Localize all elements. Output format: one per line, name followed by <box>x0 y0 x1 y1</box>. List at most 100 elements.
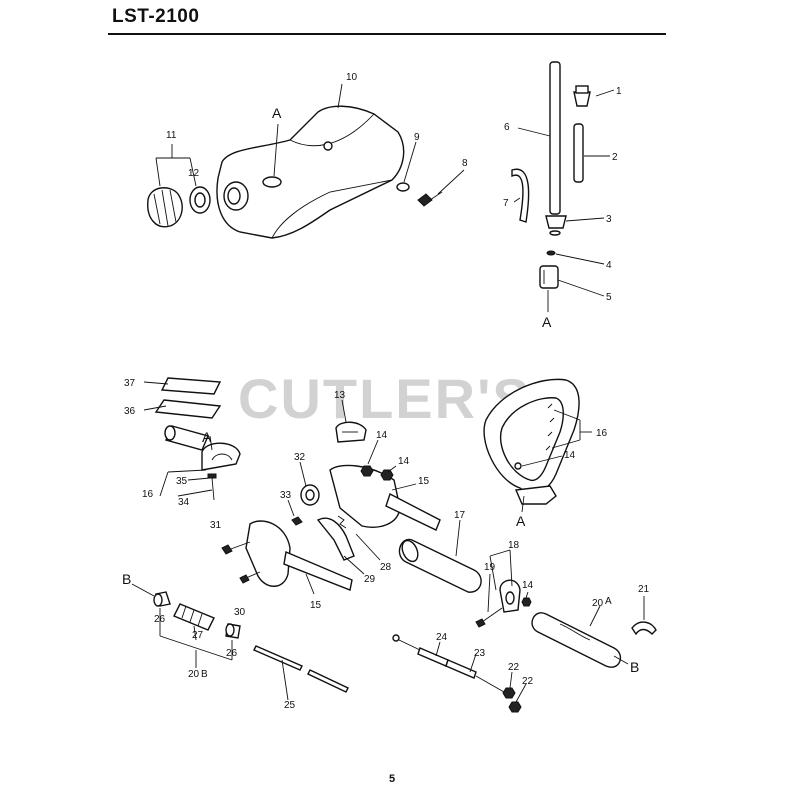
leader-32 <box>299 461 307 487</box>
part-21 <box>631 621 657 636</box>
leader-25 <box>281 659 289 701</box>
callout-36: 36 <box>124 406 136 417</box>
callout-6: 6 <box>504 122 510 133</box>
throttle-trigger <box>316 517 355 561</box>
callout-20a-suffix: A <box>605 596 612 607</box>
tank-neck <box>223 181 249 211</box>
callout-12: 12 <box>188 168 200 179</box>
callout-34: 34 <box>178 497 190 508</box>
connector-a-handle: A <box>516 513 526 529</box>
leader-14b <box>387 465 397 473</box>
leader-23 <box>469 653 477 673</box>
bushing-27 <box>173 603 215 631</box>
screw-33 <box>291 516 303 526</box>
leader-4 <box>555 253 605 265</box>
leader-3 <box>565 217 605 222</box>
callout-1: 1 <box>616 86 622 97</box>
leader-35 <box>187 477 211 481</box>
leader-24 <box>435 641 441 657</box>
nut-14c <box>521 597 532 607</box>
fuel-pipe-long <box>549 61 561 215</box>
callout-10: 10 <box>346 72 358 83</box>
clip <box>546 250 556 256</box>
label-plate-37 <box>160 377 222 395</box>
leader-16-clamp <box>159 471 169 497</box>
callout-25: 25 <box>284 700 296 711</box>
clamp-cylinder <box>164 425 209 451</box>
handle-clamp <box>201 442 241 471</box>
throttle-switch <box>335 421 367 443</box>
leader-36 <box>143 405 167 411</box>
leader-a-tank <box>273 123 279 177</box>
callout-17: 17 <box>454 510 466 521</box>
callout-22b: 22 <box>522 676 534 687</box>
bushing-26a <box>153 591 171 607</box>
callout-5: 5 <box>606 292 612 303</box>
leader-14c <box>525 591 529 599</box>
callout-15-lower: 15 <box>310 600 322 611</box>
leader-10 <box>337 83 343 109</box>
leader-37 <box>143 381 169 385</box>
leader-b-right <box>613 655 629 665</box>
page-title: LST-2100 <box>112 6 200 27</box>
screw-19 <box>475 607 503 628</box>
callout-14c: 14 <box>522 580 534 591</box>
leader-7 <box>513 197 521 203</box>
callout-27: 27 <box>192 630 204 641</box>
leader-19 <box>487 573 491 613</box>
leader-9 <box>403 141 417 183</box>
callout-30: 30 <box>234 607 246 618</box>
callout-14b: 14 <box>398 456 410 467</box>
callout-22a: 22 <box>508 662 520 673</box>
callout-13: 13 <box>334 390 346 401</box>
callout-18: 18 <box>508 540 520 551</box>
callout-14a: 14 <box>376 430 388 441</box>
bushing-26b <box>225 623 241 639</box>
page-number: 5 <box>389 773 396 785</box>
vent-cap <box>573 85 591 107</box>
callout-20a: 20 <box>592 598 604 609</box>
connector-b-left: B <box>122 571 131 587</box>
nut-14b <box>380 469 394 481</box>
callout-20b: 20 <box>188 669 200 680</box>
leader-33 <box>287 499 295 517</box>
drive-shaft <box>253 645 349 693</box>
callout-15-upper: 15 <box>418 476 430 487</box>
callout-26b: 26 <box>226 648 238 659</box>
leader-22b <box>515 683 527 703</box>
leader-13 <box>341 399 347 423</box>
clamp-collar <box>300 484 320 506</box>
callout-33: 33 <box>280 490 292 501</box>
callout-2: 2 <box>612 152 618 163</box>
tank-washer <box>396 182 410 192</box>
leader-a-handle <box>521 495 525 513</box>
leader-6 <box>517 127 551 137</box>
leader-b-left <box>131 583 155 597</box>
callout-19: 19 <box>484 562 496 573</box>
leader-16 <box>553 409 581 421</box>
rear-grip-20 <box>531 612 622 668</box>
callout-28: 28 <box>380 562 392 573</box>
callout-26a: 26 <box>154 614 166 625</box>
cap-gasket <box>189 186 211 214</box>
callout-29: 29 <box>364 574 376 585</box>
return-hose <box>511 168 530 223</box>
connector-a-clamp: A <box>202 429 212 445</box>
leader-8 <box>437 169 465 195</box>
callout-31: 31 <box>210 520 222 531</box>
header-rule <box>108 33 666 35</box>
fuel-tank <box>216 105 405 239</box>
callout-37: 37 <box>124 378 136 389</box>
screw-31 <box>221 541 251 555</box>
callout-8: 8 <box>462 158 468 169</box>
callout-21: 21 <box>638 584 650 595</box>
loop-handle <box>483 378 580 505</box>
nut-14a <box>360 465 374 477</box>
callout-4: 4 <box>606 260 612 271</box>
leader-29 <box>343 555 365 575</box>
throttle-housing-lower <box>245 520 353 591</box>
callout-20b-suffix: B <box>201 669 208 680</box>
grommet <box>545 215 567 236</box>
nut-22b <box>508 701 522 713</box>
callout-11: 11 <box>166 130 177 141</box>
